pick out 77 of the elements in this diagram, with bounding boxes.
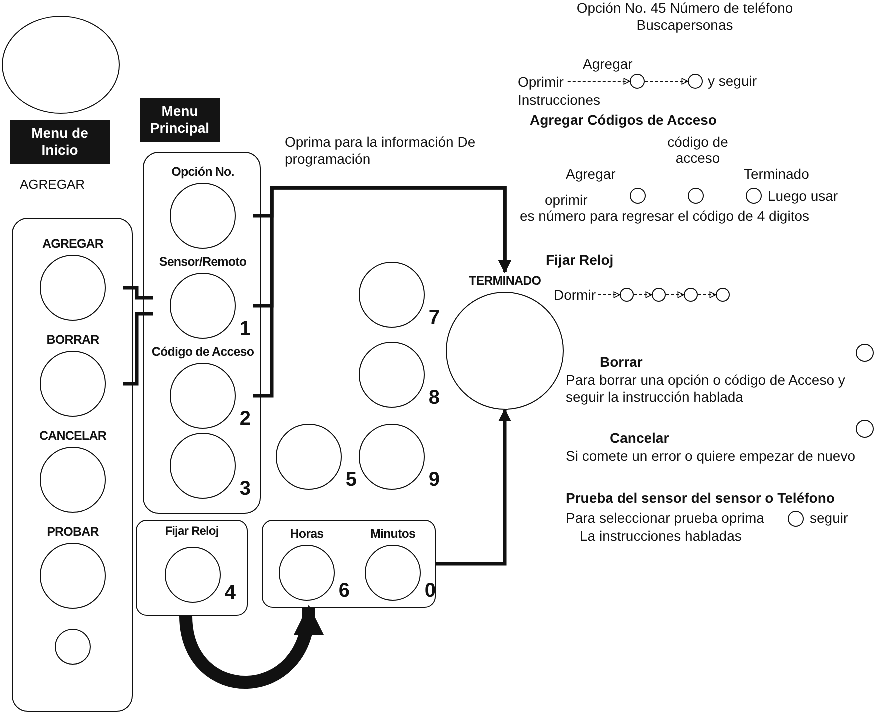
key-number: 1 xyxy=(238,319,250,339)
arrow xyxy=(634,292,652,298)
instruction-text: oprimir xyxy=(545,192,588,209)
instruction-text: y seguir xyxy=(708,73,758,90)
section-heading: Agregar Códigos de Acceso xyxy=(530,112,717,129)
button-label: Sensor/Remoto xyxy=(159,254,247,271)
button-panel xyxy=(262,520,436,608)
instruction-text: AGREGAR xyxy=(20,176,86,193)
circle-symbol xyxy=(746,188,762,204)
instruction-text: Instrucciones xyxy=(518,92,600,109)
button-panel xyxy=(12,218,133,712)
circle-symbol xyxy=(630,188,646,204)
button-label: BORRAR xyxy=(46,332,100,349)
circle-symbol xyxy=(652,288,666,302)
instruction-text: Si comete un error o quiere empezar de nuevo xyxy=(566,448,856,465)
arrow xyxy=(644,78,688,85)
key-number: 0 xyxy=(424,581,435,601)
menu-heading: Menu Principal xyxy=(140,98,220,142)
button-label: CANCELAR xyxy=(40,428,106,445)
instruction-text: Para borrar una opción o código de Acceso y seguir la instrucción hablada xyxy=(566,372,846,406)
instruction-text: Luego usar xyxy=(768,188,838,205)
instruction-text: Oprima para la información De programación xyxy=(285,134,477,168)
button-label: PROBAR xyxy=(47,524,99,541)
arrow xyxy=(598,292,620,298)
key-number: 8 xyxy=(428,388,439,408)
key-number: 7 xyxy=(428,308,439,328)
instruction-text: Buscapersonas xyxy=(636,17,734,34)
arrow xyxy=(180,605,322,689)
circle-symbol xyxy=(620,288,634,302)
instruction-text: es número para regresar el código de 4 digitos xyxy=(520,208,811,225)
key-number: 3 xyxy=(238,479,250,499)
instruction-text: La instrucciones habladas xyxy=(580,528,742,545)
circle-caption: código de acceso xyxy=(666,134,730,166)
circle-symbol xyxy=(684,288,698,302)
button-panel xyxy=(136,520,248,616)
button-label: Minutos xyxy=(370,526,416,543)
button-label: Código de Acceso xyxy=(152,344,254,361)
arrow xyxy=(253,186,512,398)
key-number: 4 xyxy=(224,583,235,603)
circle-symbol xyxy=(630,74,645,89)
circle-symbol xyxy=(716,288,730,302)
menu-heading: Menu de Inicio xyxy=(10,120,110,164)
circle-symbol xyxy=(856,344,874,362)
circle-caption: Agregar xyxy=(566,166,616,182)
connector-line xyxy=(123,286,153,300)
instruction-text: Opción No. 45 Número de teléfono xyxy=(576,0,794,17)
button-label: TERMINADO xyxy=(468,273,542,290)
circle-symbol xyxy=(688,74,703,89)
instruction-text: Oprimir xyxy=(518,74,564,91)
button-label: Opción No. xyxy=(172,164,234,181)
key-number: 2 xyxy=(238,409,250,429)
circle-symbol xyxy=(688,188,704,204)
panel-label: Fijar Reloj xyxy=(165,524,219,538)
key-number: 5 xyxy=(344,470,356,490)
circle-caption: Terminado xyxy=(744,166,810,182)
button-panel xyxy=(143,152,261,514)
section-heading: Prueba del sensor del sensor o Teléfono xyxy=(566,490,835,507)
circle-symbol xyxy=(856,420,874,438)
arrow xyxy=(666,292,684,298)
connector-line xyxy=(123,312,153,386)
section-heading: Cancelar xyxy=(610,430,670,447)
section-heading: Fijar Reloj xyxy=(546,252,614,269)
round-button xyxy=(55,629,91,665)
arrow xyxy=(436,408,512,566)
circle-caption: Agregar xyxy=(583,56,633,72)
key-number: 6 xyxy=(338,581,349,601)
button-label: Horas xyxy=(290,526,324,543)
circle-symbol xyxy=(788,511,804,527)
section-heading: Borrar xyxy=(600,354,643,371)
key-number: 9 xyxy=(428,470,439,490)
instruction-text: Dormir xyxy=(554,287,596,304)
instruction-text: seguir xyxy=(810,510,848,527)
arrow xyxy=(698,292,716,298)
button-label: AGREGAR xyxy=(42,236,104,253)
round-button xyxy=(2,16,120,114)
arrow xyxy=(567,78,630,85)
instruction-text: Para seleccionar prueba oprima xyxy=(566,510,764,527)
